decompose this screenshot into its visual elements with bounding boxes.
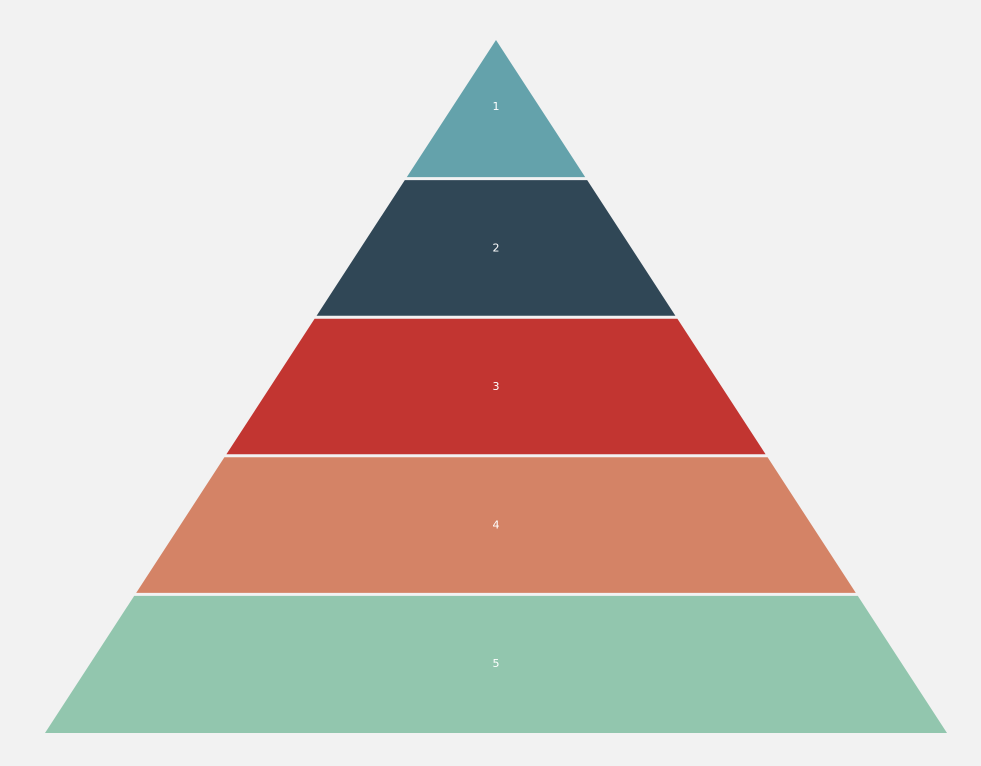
- pyramid-level-1: [406, 40, 586, 178]
- pyramid-level-2: [316, 180, 676, 316]
- pyramid-level-label: 4: [493, 519, 500, 532]
- pyramid-levels: [45, 40, 947, 733]
- pyramid-level-label: 1: [493, 100, 500, 113]
- pyramid-level-label: 2: [493, 241, 500, 254]
- pyramid-level-5: [45, 595, 947, 733]
- pyramid-level-3: [226, 318, 766, 455]
- pyramid-level-label: 3: [493, 380, 500, 393]
- pyramid-labels: 1 2 3 4 5: [493, 100, 500, 670]
- pyramid-level-label: 5: [493, 657, 500, 670]
- pyramid-level-4: [136, 457, 856, 593]
